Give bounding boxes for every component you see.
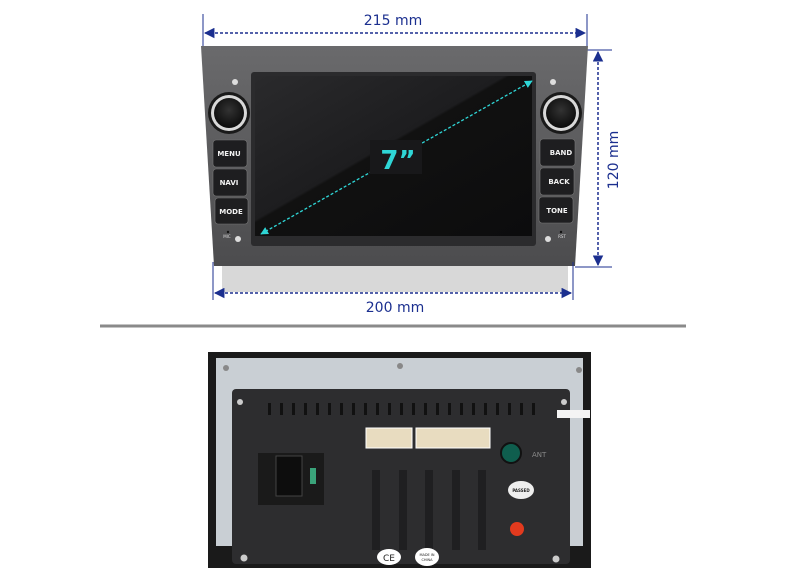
back-button[interactable]: BACK <box>539 167 575 196</box>
mode-button-label: MODE <box>219 208 243 216</box>
screw-icon <box>223 365 229 371</box>
menu-button-label: MENU <box>217 150 241 158</box>
band-button-label: BAND <box>550 149 573 157</box>
screw-icon <box>576 367 582 373</box>
screw-icon <box>561 399 567 405</box>
reset-hole[interactable] <box>559 230 563 234</box>
screw-icon <box>235 236 241 242</box>
mode-button[interactable]: MODE <box>214 197 249 225</box>
vent-slots <box>268 403 535 415</box>
chassis-side <box>222 262 568 292</box>
left-volume-knob[interactable] <box>208 92 250 134</box>
antenna-port <box>500 442 522 464</box>
iso-pins <box>275 455 303 497</box>
menu-button[interactable]: MENU <box>212 139 248 168</box>
height-label: 120 mm <box>606 131 622 189</box>
screw-icon <box>545 236 551 242</box>
screw-icon <box>240 554 248 562</box>
screw-icon <box>232 79 238 85</box>
ce-label: CE <box>383 554 395 564</box>
fins <box>372 470 486 550</box>
screw-icon <box>550 79 556 85</box>
ce-mark <box>377 549 401 565</box>
screw-icon <box>552 555 560 563</box>
mic-hole <box>226 230 230 234</box>
mic-label: MIC <box>223 234 231 239</box>
fuse <box>310 468 316 484</box>
height-dimension: 120 mm <box>575 49 622 268</box>
band-button[interactable]: BAND <box>539 138 576 167</box>
screw-icon <box>397 363 403 369</box>
depth-dimension: 200 mm <box>212 262 574 316</box>
tone-button-label: TONE <box>546 207 568 215</box>
passed-label: PASSED <box>512 488 530 493</box>
front-unit: MENU NAVI MODE BAND BACK TONE MIC RST 7” <box>201 46 588 292</box>
rst-label: RST <box>558 234 566 239</box>
made-in-china-sticker <box>415 548 439 566</box>
screen-size-label: 7” <box>380 146 415 176</box>
made-in-label: MADE IN <box>419 553 434 557</box>
back-button-label: BACK <box>548 178 570 186</box>
connector-port-1 <box>365 427 413 449</box>
china-label: CHINA <box>421 558 433 562</box>
tone-button[interactable]: TONE <box>538 196 574 224</box>
screw-icon <box>237 399 243 405</box>
navi-button-label: NAVI <box>220 179 239 187</box>
label-sticker <box>557 410 590 418</box>
depth-label: 200 mm <box>366 300 424 316</box>
right-tune-knob[interactable] <box>540 92 582 134</box>
red-cap <box>510 522 524 536</box>
passed-sticker <box>508 481 534 499</box>
diagonal-label-bg <box>370 140 422 174</box>
ant-label: ANT <box>532 451 547 459</box>
width-label: 215 mm <box>364 13 422 29</box>
width-dimension: 215 mm <box>202 13 588 48</box>
connector-port-2 <box>415 427 491 449</box>
back-unit: ANT PASSED CE MADE IN CHINA <box>208 352 591 568</box>
navi-button[interactable]: NAVI <box>212 168 248 197</box>
